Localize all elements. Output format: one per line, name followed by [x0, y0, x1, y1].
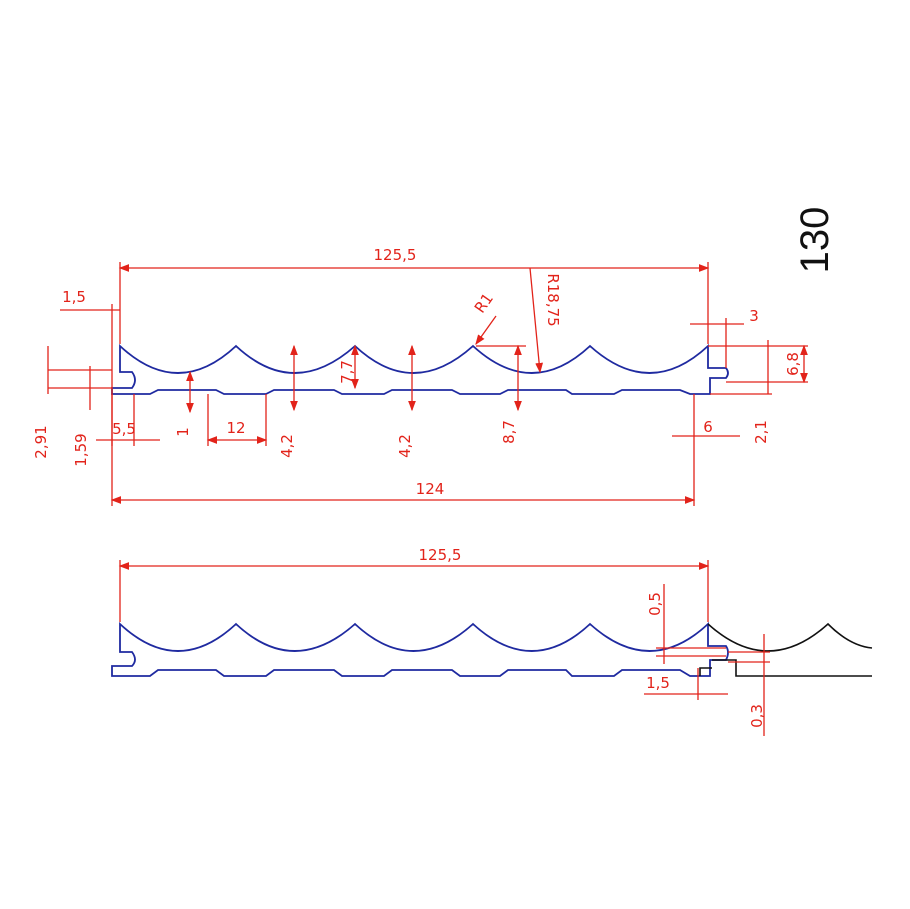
dim-joint-overlap: 1,5	[646, 674, 670, 692]
dim-base-width: 124	[416, 480, 445, 498]
bottom-profile-outline	[111, 621, 729, 677]
dim-right-step: 2,1	[752, 420, 770, 444]
dim-overall-width: 125,5	[374, 246, 417, 264]
dim-trough-depth: 8,7	[500, 420, 518, 444]
dim-radius-small: R1	[471, 290, 497, 317]
dim-groove-width: 12	[226, 419, 245, 437]
dim-gap-vertical: 0,5	[646, 592, 664, 616]
dim-right-groove: 6	[703, 418, 713, 436]
dim-groove-spacing-a: 4,2	[278, 434, 296, 458]
dim-tongue-height: 2,91	[32, 425, 50, 458]
dim-radius-large: R18,75	[544, 273, 562, 326]
top-profile-outline	[111, 343, 729, 395]
model-label: 130	[793, 207, 837, 274]
adjacent-panel-outline	[707, 622, 873, 652]
dim-left-tongue-offset: 1,5	[62, 288, 86, 306]
dim-right-height: 6,8	[784, 352, 802, 376]
dim-joint-clearance: 0,3	[748, 704, 766, 728]
dim-groove-spacing-b: 4,2	[396, 434, 414, 458]
dim-crest-height: 7,7	[338, 360, 356, 384]
dim-tongue-depth: 5,5	[112, 420, 136, 438]
dim-right-lip: 3	[749, 307, 759, 325]
dim-groove-depth: 1	[174, 427, 192, 437]
dim-tongue-thickness: 1,59	[72, 433, 90, 466]
top-profile-view: 125,5 1,5 2,91 1,59 5,5 1 12 4,2 7,7	[32, 246, 808, 506]
adjacent-panel-base	[712, 659, 872, 677]
bottom-profile-view: 125,5 0,5 1,5 0,3	[111, 546, 873, 736]
dim-bottom-overall-width: 125,5	[419, 546, 462, 564]
